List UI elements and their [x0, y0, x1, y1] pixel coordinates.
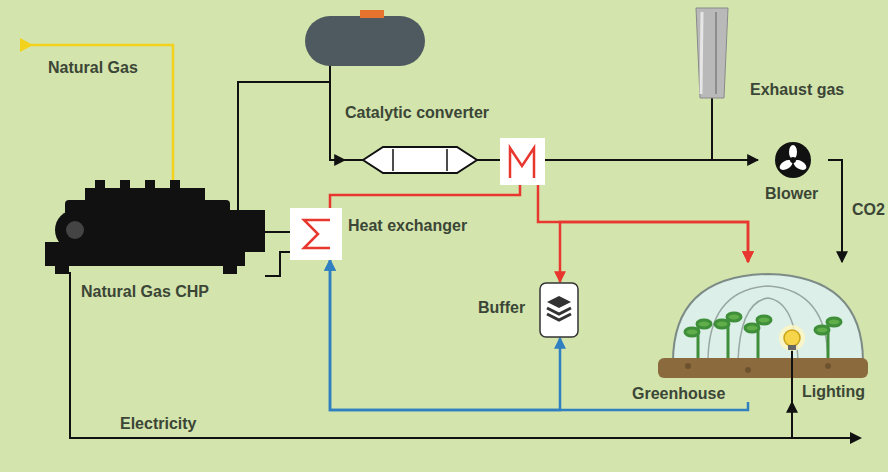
tank-pipe — [329, 64, 331, 82]
flow-label: Natural Gas — [48, 58, 138, 77]
flow-connector — [330, 175, 748, 262]
node-label: Lighting — [802, 382, 865, 401]
heat-exchanger: Heat exchanger — [290, 208, 470, 260]
node-label: Heat exchanger — [348, 216, 467, 235]
flow-connector — [560, 222, 748, 282]
greenhouse: Greenhouse Lighting — [628, 262, 868, 402]
node-label: Exhaust gas — [750, 80, 844, 99]
grow-light: Lighting — [782, 322, 872, 402]
flow-connector — [712, 98, 758, 160]
heat-exchanger-2 — [500, 138, 545, 185]
chp-unit: Natural Gas CHP — [45, 180, 265, 310]
storage-tank — [305, 16, 425, 66]
electricity-arrowhead — [850, 432, 862, 444]
flow-connector — [828, 160, 842, 262]
tank-cap — [360, 10, 384, 18]
flow-connector — [238, 82, 345, 180]
electricity-out — [792, 437, 852, 439]
greenhouse-icon — [628, 262, 868, 402]
coolant-loop — [265, 252, 290, 276]
node-label: Natural Gas CHP — [81, 282, 209, 301]
node-label: Catalytic converter — [345, 103, 489, 122]
flow-label: Electricity — [120, 414, 196, 433]
flow-connector — [330, 260, 560, 410]
flow-connector — [330, 260, 748, 410]
node-label: Blower — [765, 184, 818, 203]
catalytic-converter: Catalytic converter — [345, 103, 495, 178]
flow-connector — [265, 231, 290, 233]
heat-exchanger-2-coil — [510, 148, 534, 178]
node-label: Greenhouse — [632, 384, 725, 403]
exhaust-stack: Exhaust gas — [688, 8, 858, 98]
edge-label: CO2 — [850, 200, 887, 219]
blower: Blower — [758, 140, 828, 202]
node-label: Buffer — [478, 298, 525, 317]
natural-gas-pipe — [26, 45, 173, 190]
buffer-tank: Buffer — [478, 282, 580, 338]
